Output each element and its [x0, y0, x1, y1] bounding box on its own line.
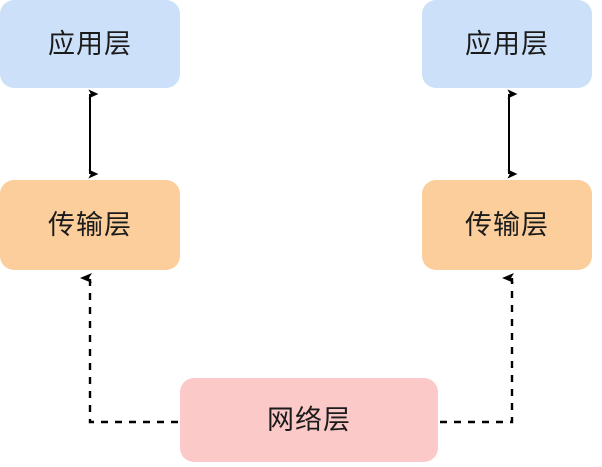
node-application-layer-left[interactable]: 应用层 [0, 0, 180, 88]
node-label: 传输层 [48, 209, 132, 241]
node-network-layer[interactable]: 网络层 [180, 378, 438, 462]
node-transport-layer-right[interactable]: 传输层 [422, 180, 592, 270]
arrow-network-transport-left [80, 273, 178, 424]
node-label: 传输层 [465, 209, 549, 241]
node-label: 网络层 [267, 404, 351, 436]
node-label: 应用层 [465, 28, 549, 60]
node-label: 应用层 [48, 28, 132, 60]
node-transport-layer-left[interactable]: 传输层 [0, 180, 180, 270]
arrow-network-transport-right [440, 273, 514, 424]
node-application-layer-right[interactable]: 应用层 [422, 0, 592, 88]
